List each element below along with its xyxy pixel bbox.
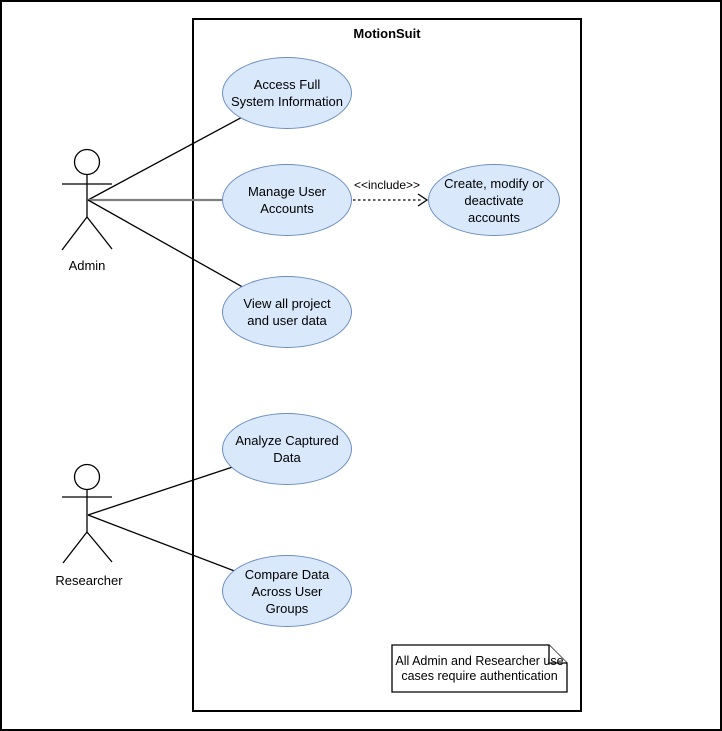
actor-admin-leg-right bbox=[86, 216, 113, 250]
usecase-label: View all project and user data bbox=[243, 296, 331, 328]
usecase-view-all-project-user-data: View all project and user data bbox=[222, 276, 352, 348]
usecase-manage-user-accounts: Manage User Accounts bbox=[222, 164, 352, 236]
actor-researcher-leg-right bbox=[86, 531, 113, 563]
usecase-analyze-captured-data: Analyze Captured Data bbox=[222, 413, 352, 485]
usecase-compare-data-across-user-groups: Compare Data Across User Groups bbox=[222, 555, 352, 627]
actor-admin-label: Admin bbox=[68, 258, 106, 273]
note-text: All Admin and Researcher use cases requi… bbox=[395, 653, 564, 683]
note-outline bbox=[391, 644, 568, 693]
include-stereotype-label: <<include>> bbox=[353, 178, 421, 192]
actor-researcher-figure bbox=[62, 463, 113, 564]
usecase-label: Create, modify or deactivate accounts bbox=[444, 175, 544, 225]
actor-admin-figure bbox=[61, 148, 113, 251]
actor-researcher-head bbox=[73, 463, 101, 491]
usecase-label: Access Full System Information bbox=[231, 77, 343, 109]
usecase-create-modify-deactivate-accounts: Create, modify or deactivate accounts bbox=[428, 164, 560, 236]
note-shape bbox=[391, 644, 568, 693]
include-arrowhead-icon bbox=[417, 193, 429, 207]
note-fold-icon bbox=[548, 645, 567, 664]
usecase-label: Manage User Accounts bbox=[247, 184, 327, 216]
usecase-label: Analyze Captured Data bbox=[235, 433, 339, 465]
actor-researcher-leg-left bbox=[62, 531, 88, 564]
system-title: MotionSuit bbox=[353, 26, 421, 41]
usecase-label: Compare Data Across User Groups bbox=[244, 566, 330, 616]
actor-researcher-label: Researcher bbox=[55, 573, 123, 588]
usecase-access-full-system-information: Access Full System Information bbox=[222, 57, 352, 129]
actor-admin-leg-left bbox=[61, 216, 88, 251]
actor-admin-head bbox=[73, 148, 101, 176]
